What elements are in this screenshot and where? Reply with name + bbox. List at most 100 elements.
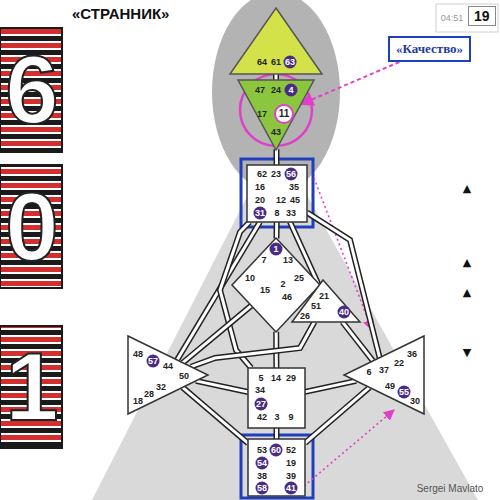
gate-number: 46 [282, 292, 292, 303]
channel-outline [274, 428, 280, 439]
arrow-mark: ▼ [463, 346, 471, 359]
watermark: Sergei Mavlato [417, 483, 484, 494]
channel-fill [275, 428, 278, 439]
head-center: 646163 [230, 8, 322, 74]
gate-number: 44 [163, 361, 173, 372]
box-text: 19 [474, 8, 490, 24]
gate-number: 22 [394, 358, 404, 369]
channel-line [276, 222, 277, 239]
sacral-center: 5142934274239 [248, 368, 305, 428]
gate-number: 36 [407, 349, 417, 360]
profile-digit: 6 [5, 35, 58, 145]
gate-number: 8 [274, 208, 279, 219]
gate-number: 58 [256, 482, 269, 495]
gate-number: 45 [290, 195, 300, 206]
gate-number: 10 [245, 273, 255, 284]
gate-number: 4 [285, 84, 298, 97]
body-silhouette [92, 140, 478, 500]
gate-number: 51 [311, 301, 321, 312]
gate-number: 11 [274, 104, 294, 124]
gate-number: 39 [286, 471, 296, 482]
gate-number: 12 [276, 195, 286, 206]
center-shape [292, 280, 360, 322]
gate-number: 7 [261, 255, 266, 266]
gate-number: 24 [271, 85, 281, 96]
center-shape [344, 336, 424, 414]
gate-number: 28 [144, 389, 154, 400]
channel-fill [275, 222, 278, 239]
highlight-frame [241, 435, 313, 498]
gate-number: 5 [258, 373, 263, 384]
gate-number: 25 [294, 273, 304, 284]
gate-number: 43 [271, 127, 281, 138]
gate-number: 15 [260, 285, 270, 296]
hexagram-image [0, 326, 62, 448]
gate-number: 34 [255, 385, 265, 396]
gate-number: 27 [255, 398, 268, 411]
channel-line [305, 387, 370, 443]
channel-fill [275, 74, 278, 80]
gate-number: 37 [379, 365, 389, 376]
channel-line [191, 322, 314, 367]
gate-number: 57 [147, 355, 160, 368]
arrow-mark: ▲ [463, 286, 471, 299]
gate-number: 30 [410, 396, 420, 407]
channel-fill [305, 381, 356, 392]
center-shape [248, 368, 305, 428]
gate-number: 56 [285, 168, 298, 181]
gate-number: 21 [319, 291, 329, 302]
center-shape [128, 336, 208, 414]
channel-outline [273, 74, 279, 80]
number-box: 19 [468, 6, 496, 26]
channel-outline [305, 387, 370, 443]
solar-plexus-center: 3622 6 37 495530 [344, 336, 424, 414]
arrow-mark: ▲ [463, 182, 471, 195]
channel-line [196, 381, 248, 392]
gate-number: 64 [257, 57, 267, 68]
center-shape [248, 439, 305, 496]
gate-number: 38 [257, 471, 267, 482]
center-shape [230, 8, 322, 74]
channel-line [183, 387, 248, 443]
gate-number: 52 [286, 445, 296, 456]
gate-number: 19 [286, 458, 296, 469]
channel-outline [273, 149, 279, 165]
gate-number: 60 [270, 444, 283, 457]
gate-number: 35 [289, 182, 299, 193]
profile-digit: 1 [5, 332, 58, 442]
arrow-mark: ▲ [463, 256, 471, 269]
channel-fill [343, 322, 373, 361]
gate-number: 14 [271, 373, 281, 384]
gate-number: 26 [300, 311, 310, 322]
gate-number: 6 [366, 367, 371, 378]
gate-number: 47 [255, 85, 265, 96]
spleen-center: 48574450322818 [128, 336, 208, 414]
channel-outline [196, 381, 248, 392]
gate-number: 17 [257, 109, 267, 120]
gate-number: 49 [385, 381, 395, 392]
gate-number: 41 [285, 482, 298, 495]
gate-number: 54 [256, 457, 269, 470]
gate-number: 23 [271, 169, 281, 180]
gate-number: 13 [283, 255, 293, 266]
channel-outline [305, 381, 356, 392]
channel-fill [305, 387, 370, 443]
channel-fill [183, 387, 248, 443]
gate-number: 63 [284, 56, 297, 69]
hexagram-image [0, 165, 62, 288]
clock-text: 04:51 [441, 13, 464, 23]
channel-line [343, 322, 373, 361]
channel-line [276, 149, 277, 165]
center-shape [232, 238, 320, 332]
gate-number: 20 [255, 195, 265, 206]
dotted-pointer [304, 410, 394, 486]
channel-line [276, 74, 277, 80]
channel-fill [191, 322, 314, 367]
gate-number: 55 [398, 386, 411, 399]
channel-outline [191, 322, 314, 367]
gate-number: 32 [156, 382, 166, 393]
box-text: «Качество» [396, 41, 463, 57]
gate-number: 42 [257, 412, 267, 423]
center-shape [238, 80, 314, 150]
gate-number: 3 [274, 412, 279, 423]
